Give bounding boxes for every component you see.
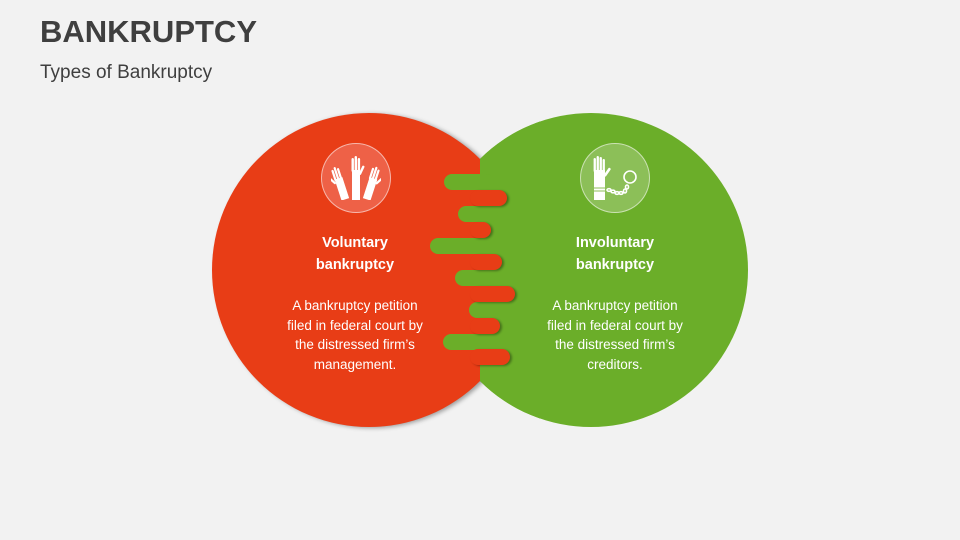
involuntary-icon-badge	[580, 143, 650, 213]
green-finger	[430, 238, 490, 254]
heading-line: bankruptcy	[315, 257, 395, 273]
red-finger	[470, 318, 500, 334]
involuntary-card: Involuntary bankruptcy A bankruptcy peti…	[525, 232, 705, 374]
voluntary-icon-badge	[321, 143, 391, 213]
involuntary-description: A bankruptcy petition filed in federal c…	[525, 296, 705, 374]
heading-line: Involuntary	[575, 235, 655, 251]
heading-line: Voluntary	[322, 235, 388, 251]
voluntary-description: A bankruptcy petition filed in federal c…	[265, 296, 445, 374]
page-subtitle: Types of Bankruptcy	[40, 62, 213, 83]
voluntary-card: Voluntary bankruptcy A bankruptcy petiti…	[265, 232, 445, 374]
green-finger	[444, 174, 494, 190]
red-finger	[470, 254, 502, 270]
involuntary-heading: Involuntary bankruptcy	[525, 232, 705, 276]
green-finger	[469, 302, 499, 318]
body-line: A bankruptcy petition	[552, 298, 678, 313]
body-line: the distressed firm’s	[295, 337, 415, 352]
handcuffed-hand-icon	[592, 156, 637, 200]
body-line: filed in federal court by	[287, 317, 423, 333]
body-line: filed in federal court by	[547, 317, 683, 333]
body-line: management.	[313, 356, 397, 372]
page-title: BANKRUPTCY	[40, 14, 257, 49]
green-finger	[443, 334, 493, 350]
green-finger	[455, 270, 495, 286]
red-finger	[470, 349, 510, 365]
body-line: creditors.	[587, 356, 643, 372]
body-line: the distressed firm’s	[555, 337, 675, 352]
red-finger	[470, 286, 515, 302]
red-finger	[470, 222, 491, 238]
heading-line: bankruptcy	[575, 257, 655, 273]
raised-hands-icon	[331, 156, 381, 200]
voluntary-heading: Voluntary bankruptcy	[265, 232, 445, 276]
green-finger	[458, 206, 498, 222]
body-line: A bankruptcy petition	[292, 298, 418, 313]
red-finger	[470, 190, 507, 206]
